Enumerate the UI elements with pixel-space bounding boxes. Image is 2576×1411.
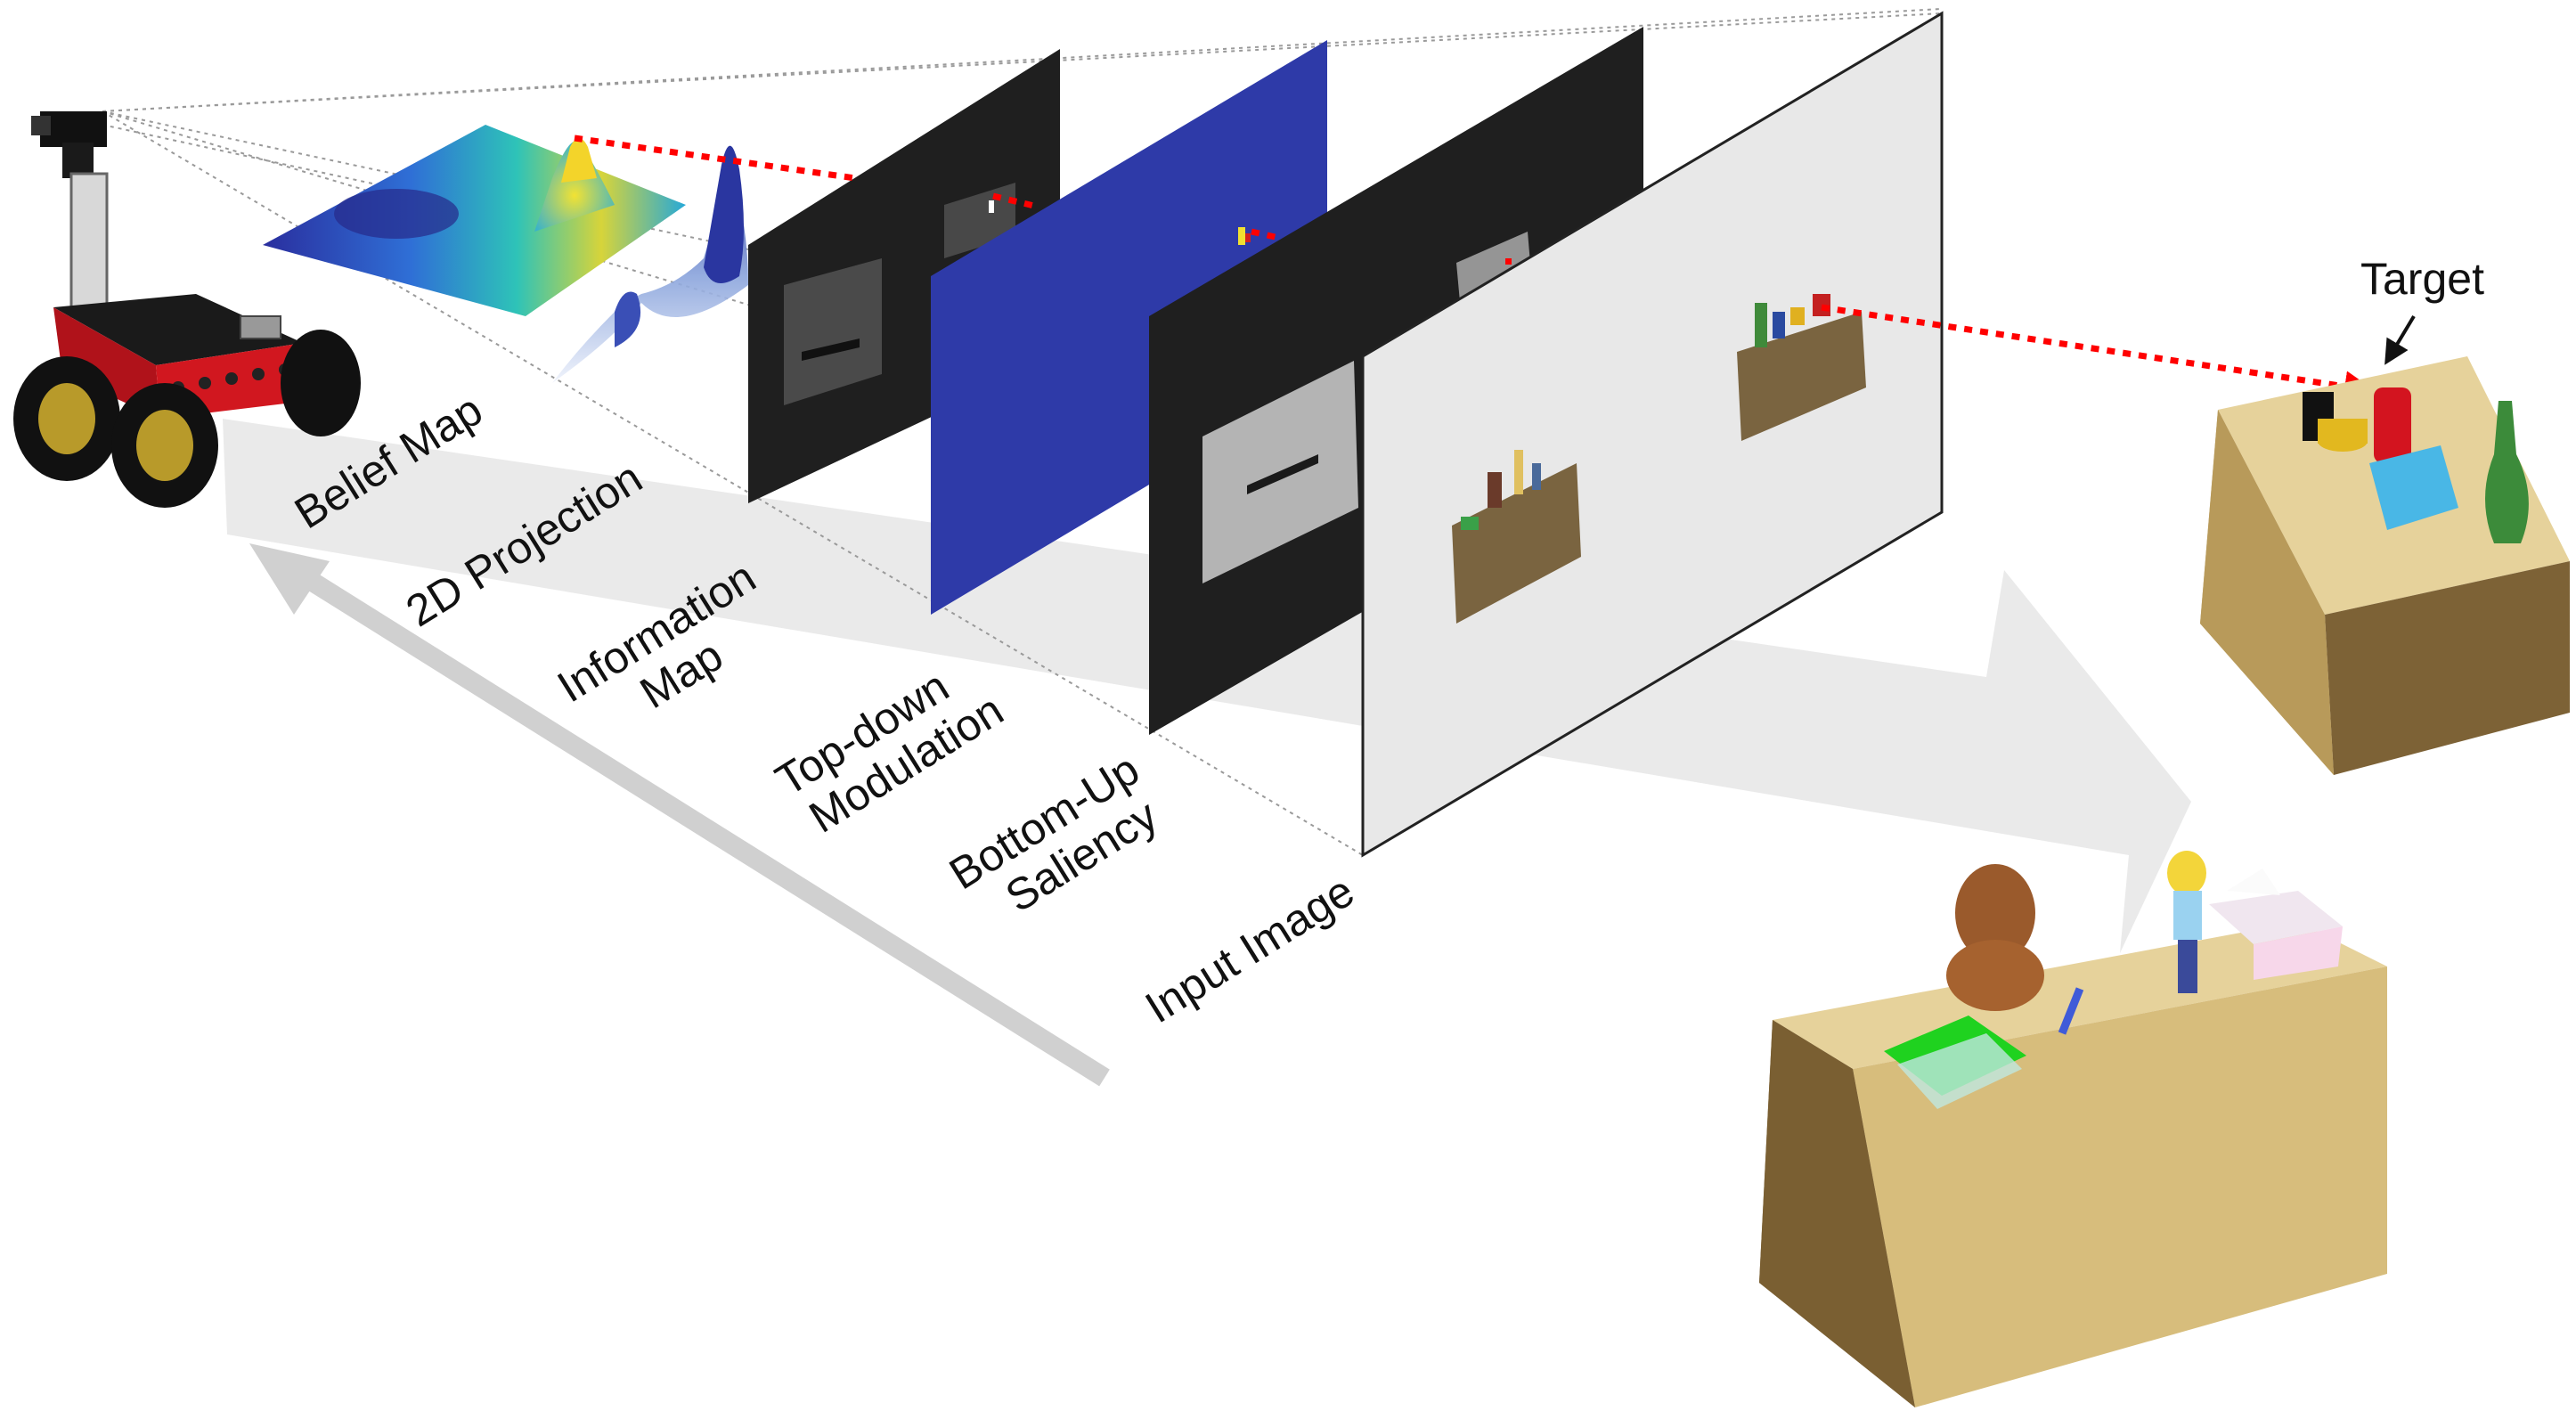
input-image-panel (1361, 11, 1944, 858)
robot-wheel-back (281, 330, 361, 436)
robot-mast (69, 172, 109, 318)
label-bottom-up-saliency: Bottom-Up Saliency (941, 738, 1184, 941)
label-top-down-modulation: Top-down Modulation (767, 643, 1012, 847)
target-table (2200, 356, 2570, 775)
label-input-image: Input Image (1137, 866, 1363, 1032)
robot-camera (40, 111, 107, 147)
robot (13, 111, 361, 508)
target-tracking-lines (574, 135, 2376, 403)
tissue-box-object (2209, 891, 2343, 944)
return-arrow (249, 543, 1110, 1087)
top-down-modulation-panel (931, 40, 1327, 615)
vase-object (1955, 864, 2035, 962)
target-basket (2369, 445, 2458, 530)
figurine-object (2167, 851, 2206, 895)
bottom-table (1759, 851, 2387, 1407)
belief-map-surface (263, 125, 686, 316)
target-bottle (2485, 401, 2529, 543)
2d-projection-surface (552, 145, 748, 383)
target-label: Target (2360, 254, 2484, 304)
input-image-shelf-right (1737, 312, 1866, 441)
target-pointer-arrow (2384, 314, 2416, 365)
target-soda-can (2374, 387, 2411, 463)
pen-object (2058, 987, 2084, 1035)
input-image-shelf-left (1452, 463, 1581, 624)
